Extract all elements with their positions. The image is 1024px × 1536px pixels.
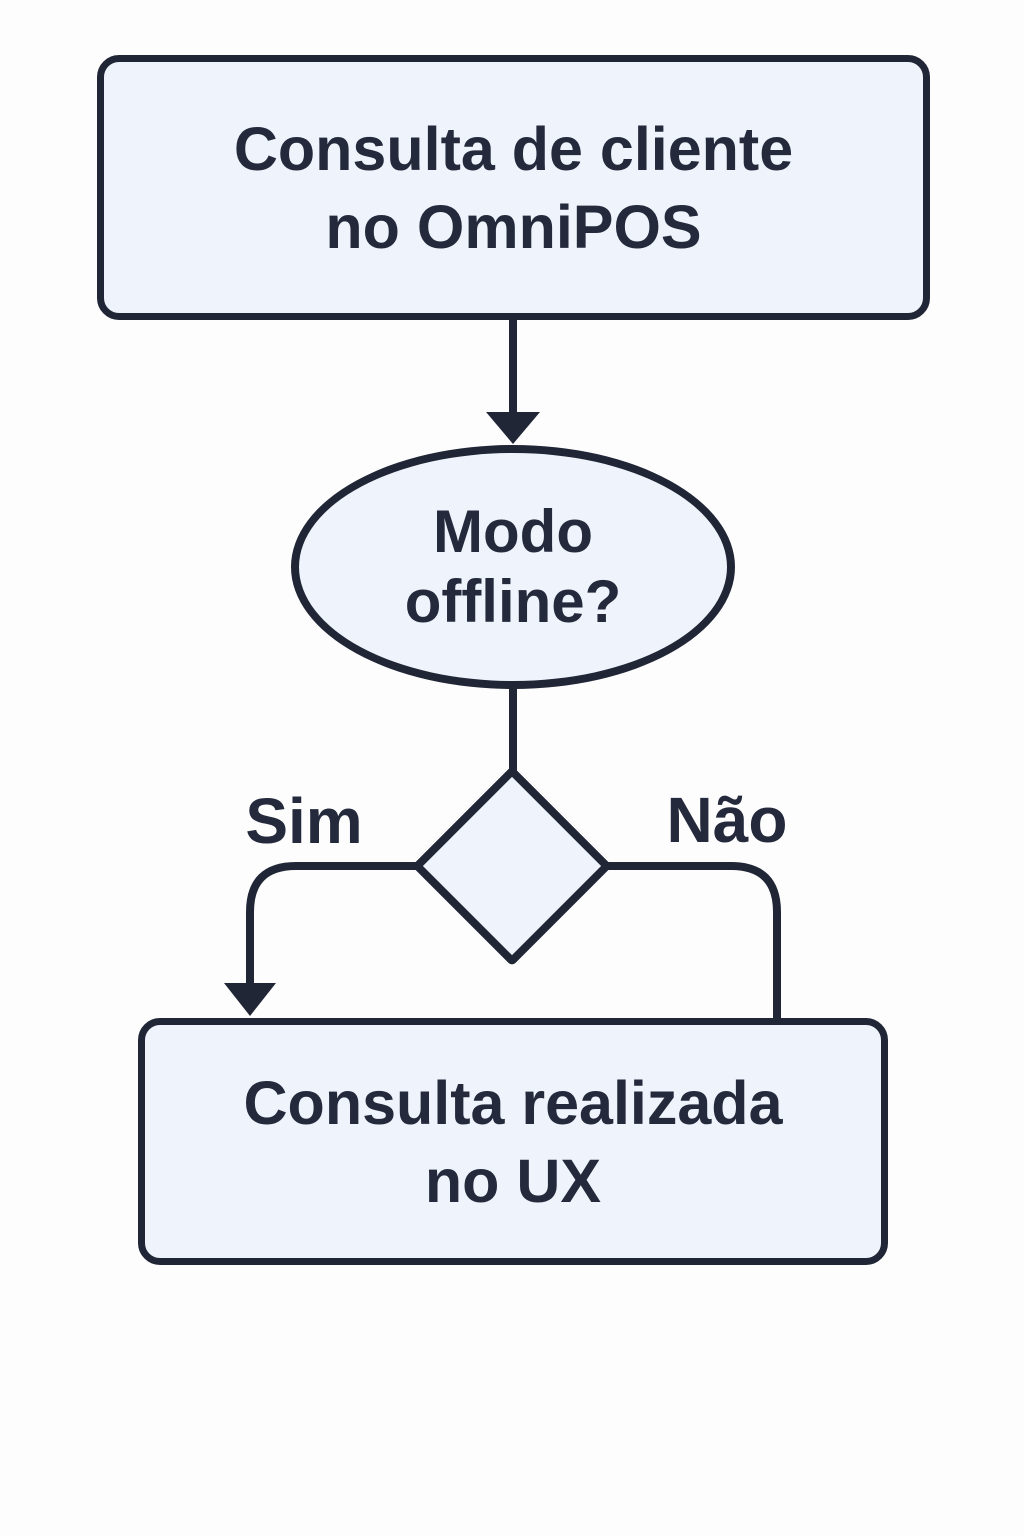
- arrowhead-down-icon: [486, 412, 540, 444]
- node-start-label: Consulta de cliente no OmniPOS: [233, 114, 794, 261]
- connector-branch-yes: [246, 862, 416, 986]
- node-decision-modo-offline: Modo offline?: [291, 445, 735, 689]
- node-decision-label: Modo offline?: [404, 498, 622, 635]
- node-end-label: Consulta realizada no UX: [243, 1068, 783, 1215]
- node-start-consulta-omnipos: Consulta de cliente no OmniPOS: [97, 55, 930, 320]
- connector-branch-no: [608, 862, 781, 1024]
- node-end-consulta-ux: Consulta realizada no UX: [138, 1018, 888, 1265]
- edge-label-nao: Não: [666, 784, 788, 856]
- arrowhead-yes-down-icon: [224, 983, 276, 1016]
- edge-label-sim: Sim: [245, 785, 363, 857]
